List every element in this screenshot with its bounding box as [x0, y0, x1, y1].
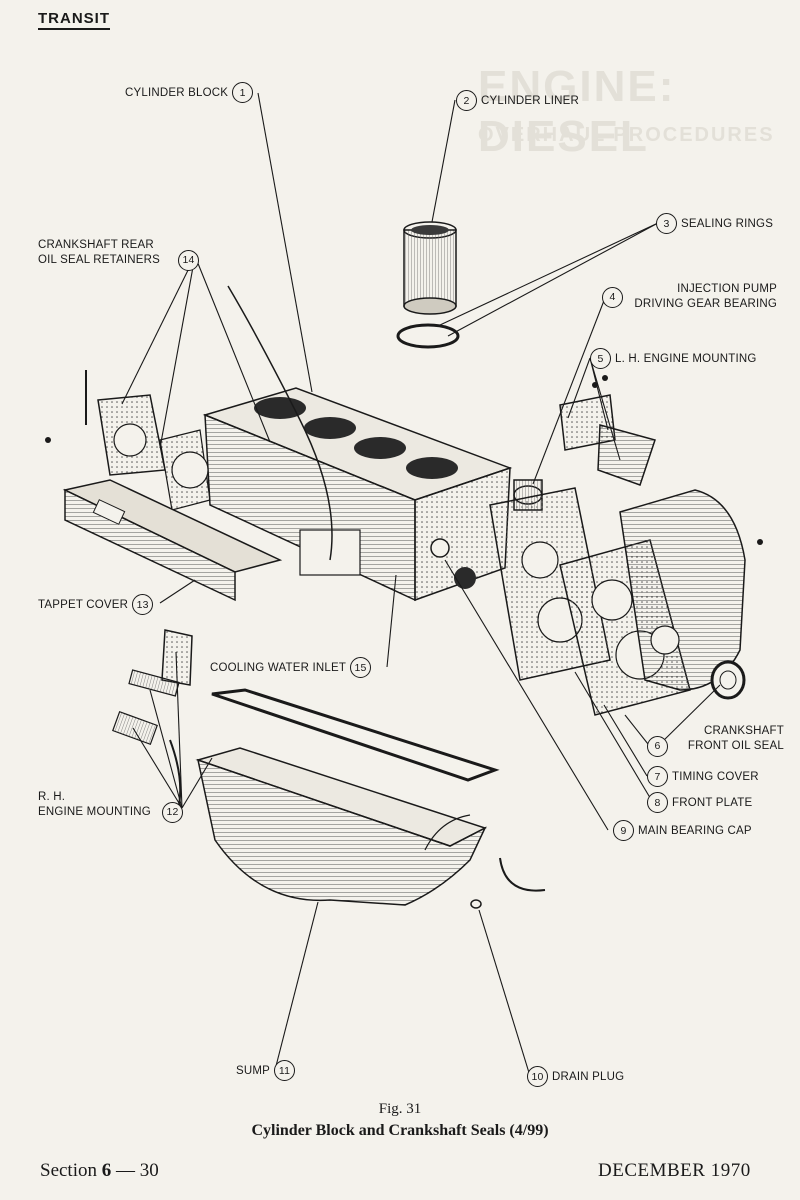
leader-lines [121, 92, 721, 1077]
rear-oil-seal-retainer-drawing [45, 370, 211, 511]
figure-title: Cylinder Block and Crankshaft Seals (4/9… [251, 1122, 549, 1139]
timing-cover-drawing [619, 489, 763, 691]
cylinder-block-drawing [202, 387, 513, 602]
section-tag: TRANSIT [38, 10, 110, 30]
publication-date: DECEMBER 1970 [598, 1160, 751, 1181]
bleed-through-subtitle: OVERHAUL PROCEDURES [478, 124, 775, 146]
drain-plug-drawing [470, 899, 482, 909]
dipstick-drawing [227, 285, 333, 561]
bleed-through-title: ENGINE: DIESEL [478, 62, 676, 161]
callout-crankshaft-front-oil-seal: 6 CRANKSHAFT FRONT OIL SEAL [643, 720, 784, 757]
page-section-number: Section 6 — 30 [40, 1160, 159, 1181]
tappet-cover-drawing [62, 479, 283, 602]
lh-engine-mounting-drawing [559, 375, 656, 486]
cylinder-liner-drawing [396, 221, 460, 349]
sump-gasket-drawing [211, 688, 500, 782]
sump-drawing [195, 747, 546, 906]
figure-number: Fig. 31 [378, 1101, 422, 1117]
front-oil-seal-drawing [710, 660, 746, 700]
callout-crankshaft-rear-oil-seal-retainers: CRANKSHAFT REAR OIL SEAL RETAINERS 14 [38, 234, 203, 271]
callout-rh-engine-mounting: R. H. ENGINE MOUNTING 12 [38, 786, 187, 823]
callout-injection-pump-gear-bearing: 4 INJECTION PUMP DRIVING GEAR BEARING [598, 282, 777, 312]
rh-engine-mounting-drawing [112, 629, 193, 811]
